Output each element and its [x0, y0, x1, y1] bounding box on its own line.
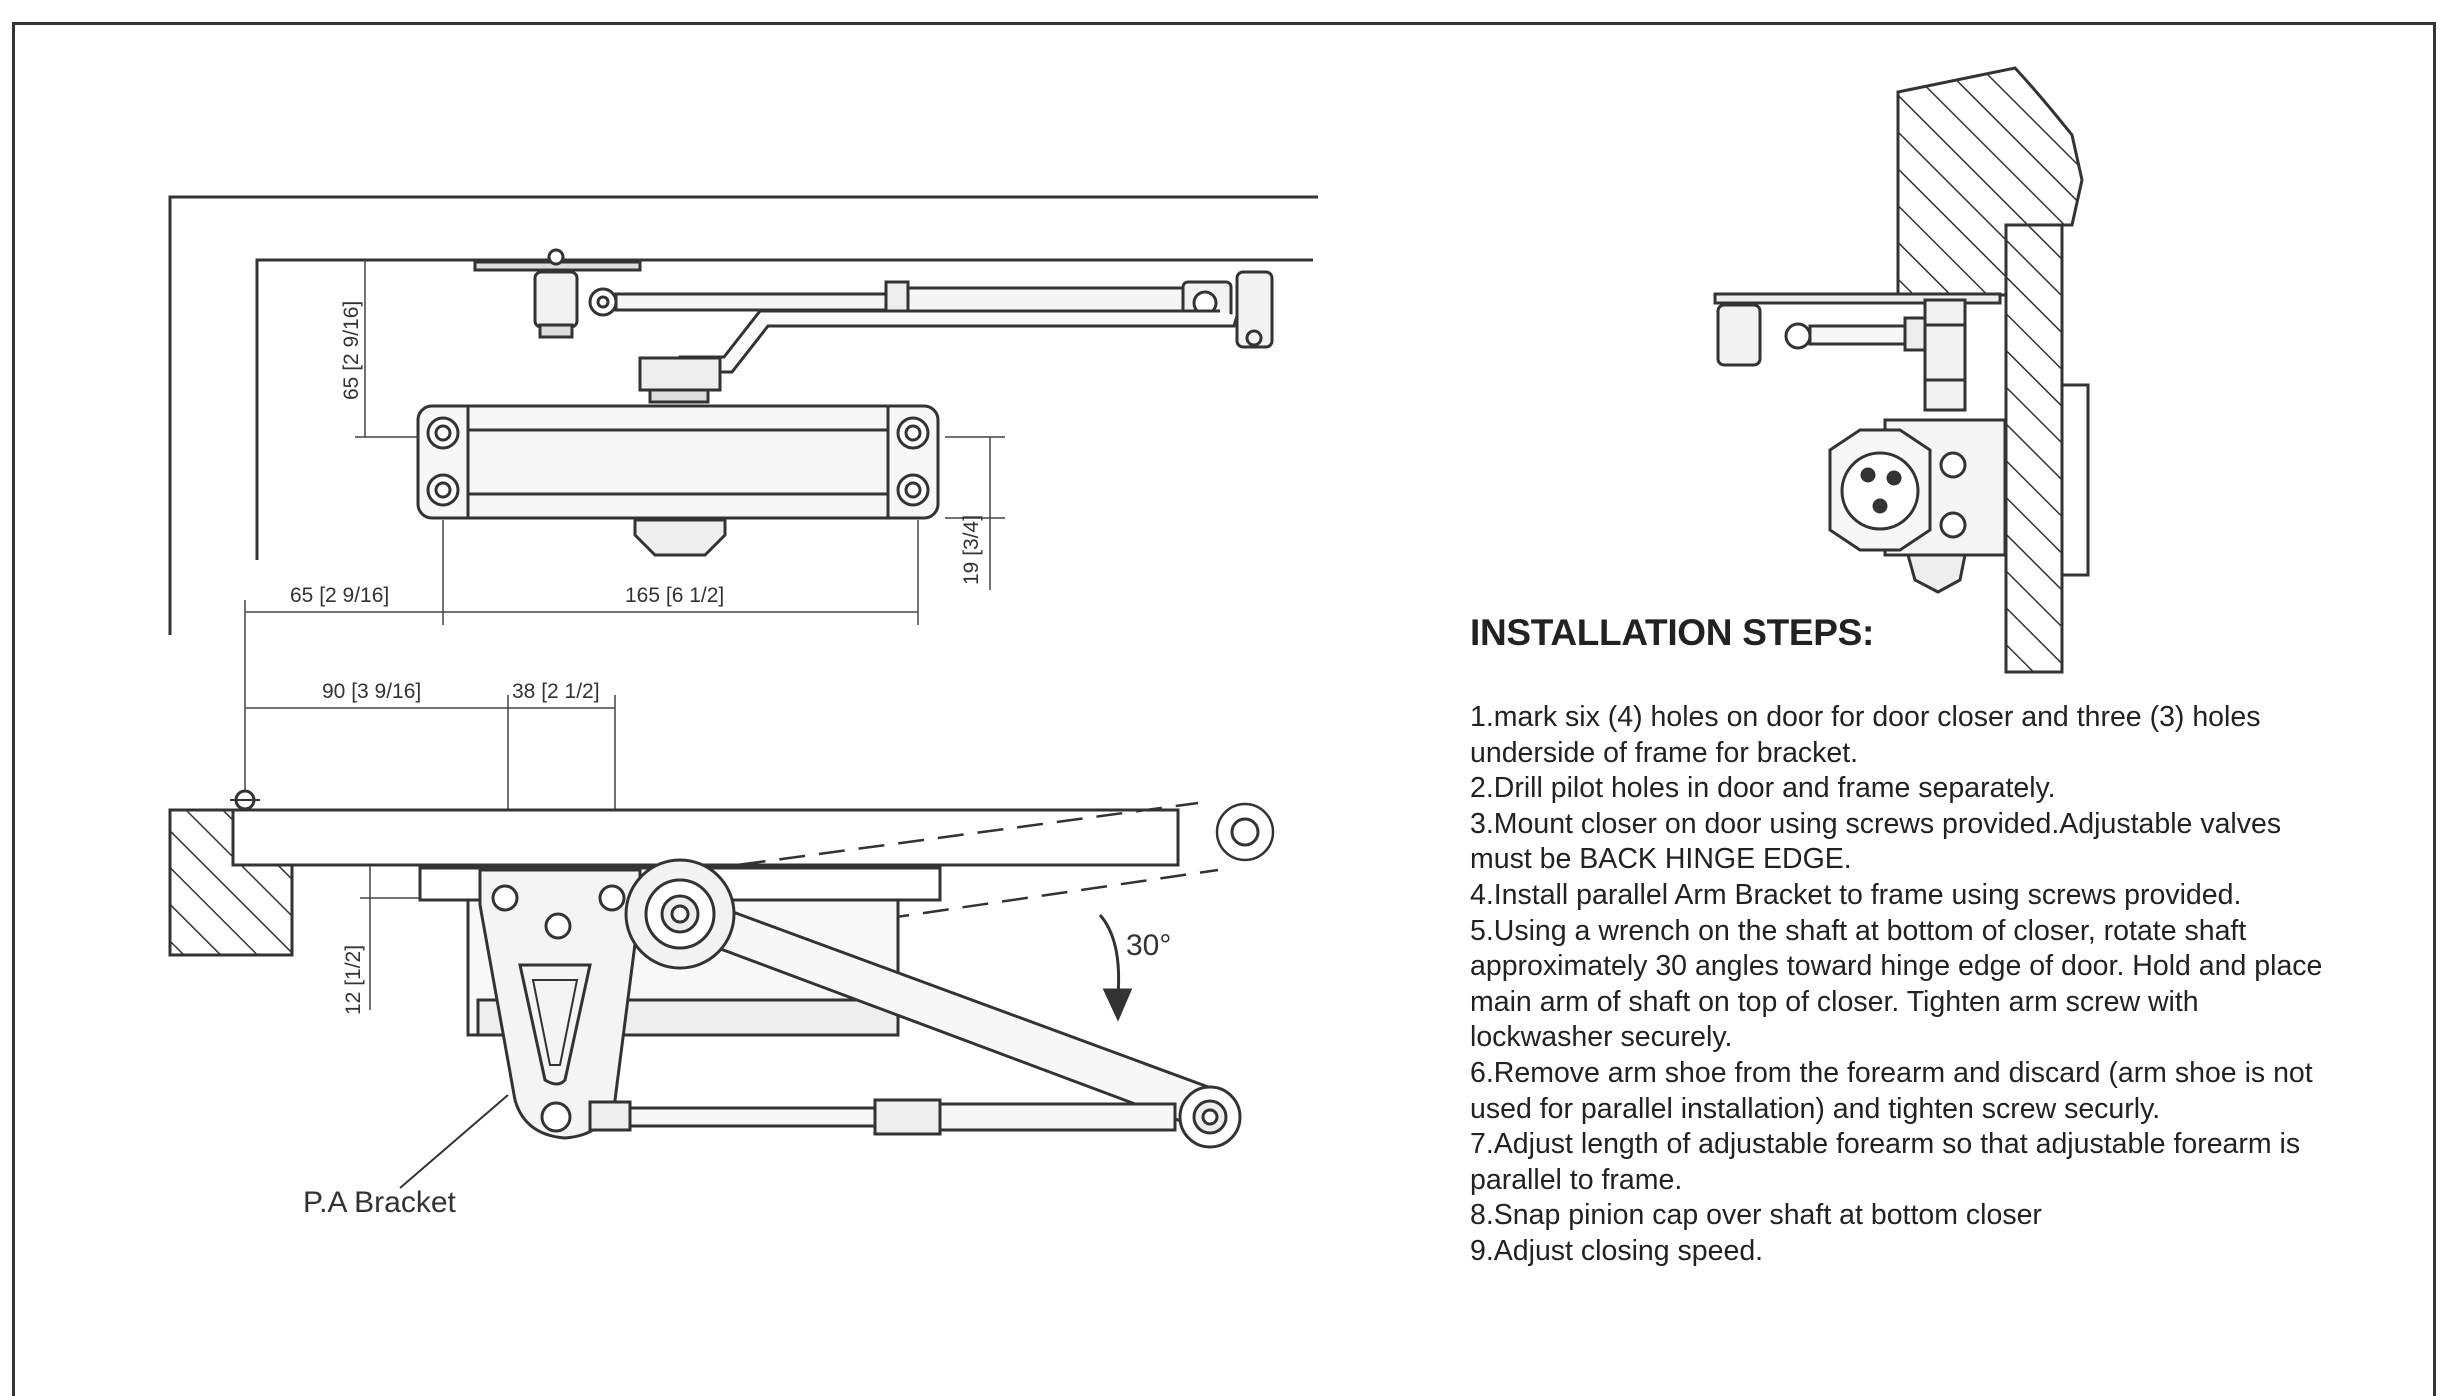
dim-bracket-width: 38 [2 1/2]: [512, 680, 600, 703]
dim-bracket-offset: 65 [2 9/16]: [290, 584, 389, 607]
door-section: [231, 808, 1180, 867]
installation-steps-list: 1.mark six (4) holes on door for door cl…: [1470, 700, 2340, 1270]
dim-body-inset: 19 [3/4]: [960, 515, 983, 585]
bracket-leader: [399, 1094, 509, 1189]
dim-body-length: 165 [6 1/2]: [625, 584, 724, 607]
step-7: 7.Adjust length of adjustable forearm so…: [1470, 1128, 2301, 1196]
step-4: 4.Install parallel Arm Bracket to frame …: [1470, 878, 2242, 911]
step-9: 9.Adjust closing speed.: [1470, 1234, 1764, 1267]
step-6: 6.Remove arm shoe from the forearm and d…: [1470, 1056, 2313, 1125]
step-8: 8.Snap pinion cap over shaft at bottom c…: [1470, 1199, 2042, 1232]
angle-label: 30°: [1126, 929, 1171, 962]
installation-heading: INSTALLATION STEPS:: [1470, 612, 1875, 653]
door-outline: [255, 258, 1313, 560]
step-1: 1.mark six (4) holes on door for door cl…: [1470, 701, 2261, 769]
bracket-label: P.A Bracket: [303, 1186, 457, 1219]
angle-arrow: [1098, 914, 1133, 1022]
dim-bracket-height: 65 [2 9/16]: [340, 301, 363, 400]
step-3: 3.Mount closer on door using screws prov…: [1470, 807, 2282, 876]
step-5: 5.Using a wrench on the shaft at bottom …: [1470, 914, 2323, 1054]
frame-outline: [168, 195, 1318, 635]
dim-frame-offset: 90 [3 9/16]: [322, 680, 421, 703]
side-view: [1713, 66, 2090, 674]
step-2: 2.Drill pilot holes in door and frame se…: [1470, 772, 2056, 805]
door-edge: [2004, 223, 2064, 674]
top-view: [168, 195, 1318, 635]
bottom-view: [168, 789, 1275, 1149]
drawing-border: [12, 22, 2436, 1396]
dim-arm-drop: 12 [1/2]: [342, 945, 365, 1015]
